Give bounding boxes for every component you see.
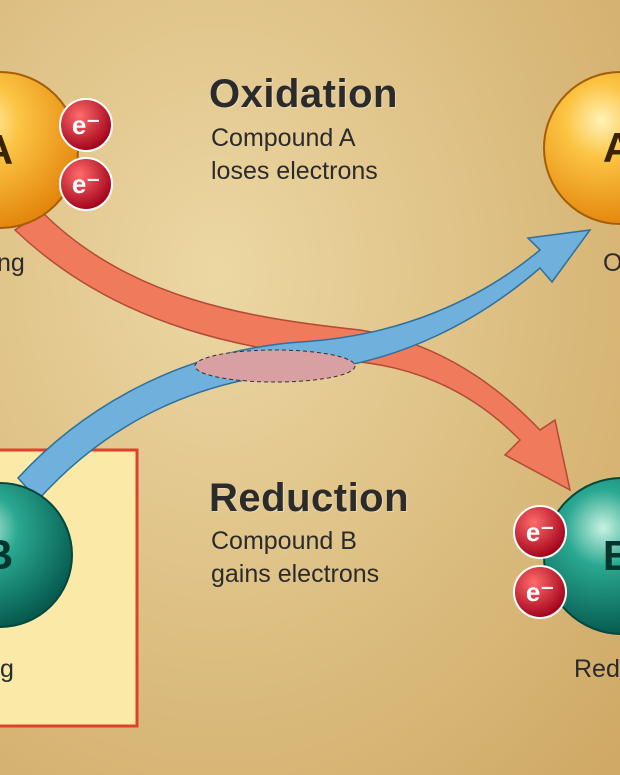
oxidation-title: Oxidation: [209, 72, 398, 116]
electron-3: [513, 505, 567, 559]
atom-a-right-letter: A: [603, 124, 620, 171]
electron-1: [59, 98, 113, 152]
arrow-overlap: [194, 349, 356, 383]
side-label-right-bottom: Red: [574, 655, 620, 683]
atom-b-left: [0, 482, 73, 628]
side-label-left-top: ng: [0, 249, 25, 277]
electron-2-label: e⁻: [72, 169, 100, 199]
oxidation-line-1: Compound A: [211, 124, 356, 152]
electron-1-label: e⁻: [72, 110, 100, 140]
electron-2: [59, 157, 113, 211]
oxidation-line-2: loses electrons: [211, 157, 378, 185]
side-label-right-top: O: [603, 249, 620, 277]
reduction-line-2: gains electrons: [211, 560, 380, 588]
electron-4-label: e⁻: [526, 577, 554, 607]
atom-a-left-letter: A: [0, 126, 13, 173]
side-label-left-bottom: g: [0, 655, 14, 683]
electron-3-label: e⁻: [526, 517, 554, 547]
atom-a-right: [543, 71, 620, 225]
atom-b-left-letter: B: [0, 531, 13, 578]
reduction-line-1: Compound B: [211, 527, 357, 555]
reduction-title: Reduction: [209, 476, 410, 520]
atom-b-right-letter: B: [603, 532, 620, 579]
electron-4: [513, 565, 567, 619]
